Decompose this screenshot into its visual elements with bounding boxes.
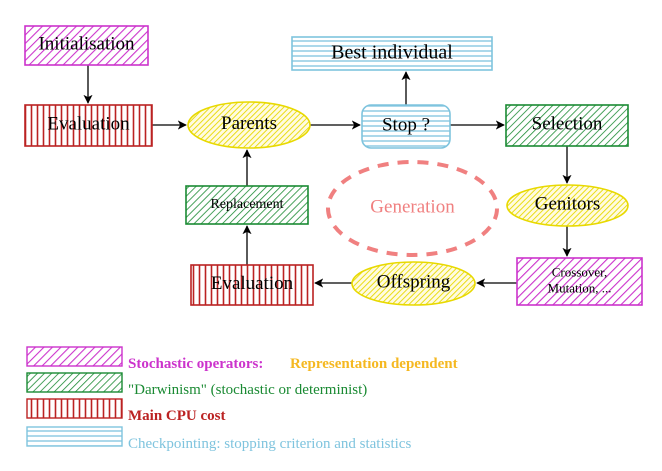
node-label-genitors: Genitors (535, 194, 600, 215)
node-replacement[interactable]: Replacement (185, 185, 309, 225)
node-label-evaluation-bottom: Evaluation (211, 273, 294, 294)
node-selection[interactable]: Selection (505, 104, 629, 147)
node-label-generation: Generation (370, 197, 455, 218)
edges-layer (83, 65, 572, 288)
legend-label-main-cpu-cost: Main CPU cost (128, 408, 226, 424)
node-best-individual[interactable]: Best individual (291, 36, 493, 71)
node-shape-selection (505, 104, 629, 147)
node-initialisation[interactable]: Initialisation (24, 25, 149, 66)
node-generation[interactable]: Generation (326, 160, 499, 257)
legend-swatch-checkpointing (26, 426, 123, 447)
legend-layer: Stochastic operators: Representation depe… (26, 346, 458, 452)
node-shape-offspring (351, 261, 476, 306)
node-evaluation-bottom[interactable]: Evaluation (190, 264, 314, 306)
node-shape-evaluation-top (24, 104, 153, 147)
legend-item-main-cpu-cost: Main CPU cost (26, 398, 226, 424)
legend-label-checkpointing: Checkpointing: stopping criterion and st… (128, 436, 411, 452)
node-label-selection: Selection (532, 114, 603, 135)
node-label-crossover-mutation: Crossover,Mutation, ... (548, 264, 612, 295)
node-label-initialisation: Initialisation (38, 34, 135, 55)
node-label-stop: Stop ? (382, 115, 430, 136)
node-evaluation-top[interactable]: Evaluation (24, 104, 153, 147)
legend-swatch-main-cpu-cost (26, 398, 123, 419)
legend-swatch-darwinism (26, 372, 123, 393)
legend-label-darwinism: "Darwinism" (stochastic or determinist) (128, 382, 367, 398)
legend-item-darwinism: "Darwinism" (stochastic or determinist) (26, 372, 367, 398)
node-crossover-mutation[interactable]: Crossover,Mutation, ... (516, 257, 643, 306)
node-shape-crossover-mutation (516, 257, 643, 306)
legend-label-stochastic-operators: Stochastic operators: (128, 356, 263, 372)
node-label-replacement: Replacement (210, 197, 283, 212)
node-label-offspring: Offspring (377, 272, 451, 293)
node-shape-replacement (185, 185, 309, 225)
node-shape-evaluation-bottom (190, 264, 314, 306)
node-shape-parents (187, 101, 311, 149)
node-shape-initialisation (24, 25, 149, 66)
node-offspring[interactable]: Offspring (351, 261, 476, 306)
node-shape-generation (326, 160, 499, 257)
node-shape-best-individual (291, 36, 493, 71)
legend-swatch-stochastic-operators (26, 346, 123, 367)
node-shape-stop (361, 104, 451, 149)
node-stop[interactable]: Stop ? (361, 104, 451, 149)
node-shape-genitors (506, 184, 629, 227)
node-genitors[interactable]: Genitors (506, 184, 629, 227)
node-label-evaluation-top: Evaluation (47, 114, 130, 135)
node-label-parents: Parents (221, 113, 277, 134)
node-parents[interactable]: Parents (187, 101, 311, 149)
legend-item-checkpointing: Checkpointing: stopping criterion and st… (26, 426, 411, 452)
legend-extra-stochastic-operators: Representation dependent (290, 356, 458, 372)
legend-item-stochastic-operators: Stochastic operators: Representation depe… (26, 346, 458, 372)
node-label-best-individual: Best individual (331, 41, 453, 63)
